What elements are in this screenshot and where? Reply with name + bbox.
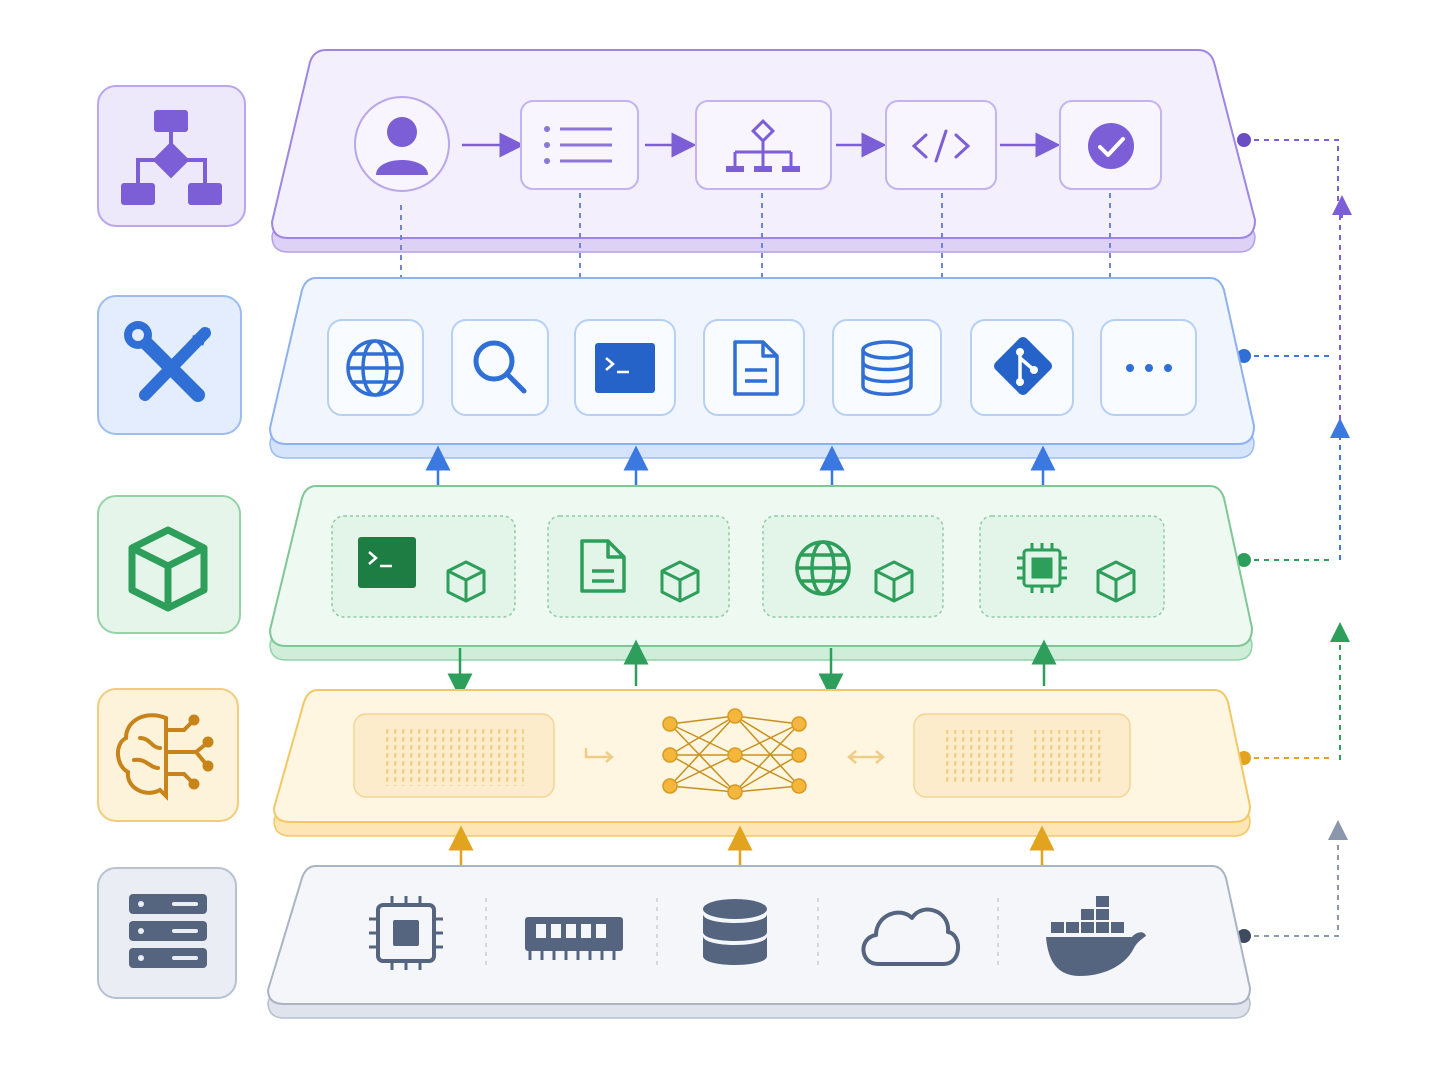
task-list-node [520,100,639,190]
code-icon [911,129,971,163]
sandbox-model-arrows [447,639,1057,699]
side-tile-orchestration [97,85,246,227]
tool-search [451,319,549,416]
globe-icon [346,339,404,397]
layer-infrastructure [266,865,1252,1019]
tool-web [327,319,424,416]
cloud-icon [861,907,960,966]
database-icon [703,899,767,965]
side-tile-infrastructure [97,867,237,999]
layer-model [272,689,1252,837]
tool-more [1100,319,1197,416]
neural-network-icon [662,708,807,800]
tool-database [832,319,942,416]
layer-tools [268,277,1256,459]
done-node [1059,100,1162,190]
sandbox-compute [979,515,1165,618]
orchestration-to-tools-arrows [391,193,1120,306]
wrench-screwdriver-icon [124,321,211,402]
brain-icon [116,713,214,801]
tool-file [703,319,805,416]
cube-icon [128,526,208,612]
side-tile-tools [97,295,242,435]
flowchart-icon [121,110,222,205]
cpu-icon [369,896,443,970]
terminal-icon [358,537,416,588]
container-cube-icon [874,560,914,603]
container-cube-icon [1096,560,1136,603]
side-tile-model [97,688,239,822]
output-grid [913,713,1131,798]
decision-tree-icon [726,118,800,172]
right-connectors [1237,133,1352,943]
terminal-icon [595,343,655,393]
sandbox-file [547,515,730,618]
container-cube-icon [660,560,700,603]
code-node [885,100,997,190]
layer-sandbox [268,485,1254,661]
chip-icon [1017,543,1067,593]
flow-arrow-icon [584,748,614,763]
sandbox-browser [762,515,944,618]
database-icon [861,340,913,396]
globe-icon [795,540,851,596]
git-icon [993,336,1053,396]
user-node [354,96,450,192]
tool-terminal [574,319,676,416]
checkmark-icon [1088,123,1134,169]
container-cube-icon [446,560,486,603]
document-icon [580,539,626,593]
search-icon [473,340,527,394]
sandbox-terminal [331,515,516,618]
separators [485,898,999,970]
layer-orchestration [270,49,1257,306]
server-icon [129,894,207,968]
more-icon [1126,364,1172,372]
bidirectional-arrow-icon [847,750,885,764]
planning-node [695,100,832,190]
user-icon [376,117,428,175]
document-icon [733,340,779,396]
tool-git [970,319,1074,416]
input-grid [353,713,555,798]
list-icon [544,126,612,164]
side-tile-sandbox [97,495,241,634]
memory-icon [525,917,623,960]
docker-whale-icon [1046,896,1146,976]
